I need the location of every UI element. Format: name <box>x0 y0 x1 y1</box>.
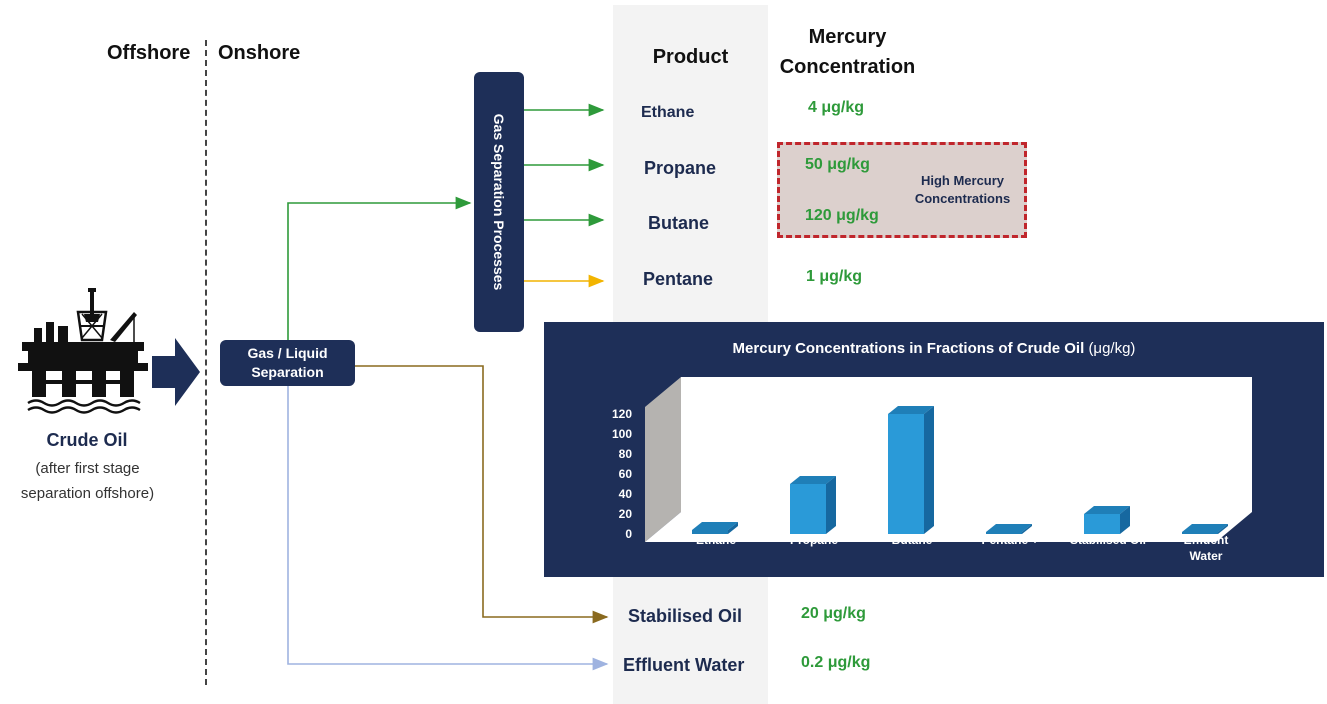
bar-3 <box>986 532 1022 534</box>
x-tick-label: Ethane <box>696 533 736 547</box>
separation-label-line1: Gas / Liquid <box>247 345 328 361</box>
high-mercury-label: High Mercury Concentrations <box>900 172 1025 208</box>
y-tick-label: 80 <box>619 447 633 461</box>
concentration-header-line2: Concentration <box>779 56 916 78</box>
product-effluent-water: Effluent Water <box>623 655 745 675</box>
bar-side-5 <box>1218 524 1228 534</box>
gas-flow-arrow <box>287 196 472 340</box>
y-tick-label: 60 <box>619 467 633 481</box>
chart-panel: Mercury Concentrations in Fractions of C… <box>544 322 1324 577</box>
x-tick-label: Pentane + <box>981 533 1038 547</box>
chart-title-unit: (μg/kg) <box>1088 340 1136 357</box>
crude-oil-arrow <box>152 338 200 406</box>
bar-side-2 <box>924 406 934 534</box>
bar-1 <box>790 484 826 534</box>
high-mercury-line2: Concentrations <box>914 191 1011 206</box>
onshore-label: Onshore <box>218 42 301 64</box>
crude-oil-subtitle-line1: (after first stage <box>35 460 140 477</box>
x-tick-label: Butane <box>892 533 933 547</box>
product-stabilised-oil: Stabilised Oil <box>628 606 743 626</box>
x-tick-label: Propane <box>790 533 838 547</box>
product-butane: Butane <box>648 213 710 233</box>
high-mercury-line1: High Mercury <box>920 173 1005 188</box>
gas-separation-box: Gas Separation Processes <box>474 72 524 332</box>
gas-separation-label: Gas Separation Processes <box>491 113 507 291</box>
concentration-effluent-water: 0.2 μg/kg <box>801 654 871 671</box>
chart-side-wall <box>645 377 681 542</box>
concentration-header-line1: Mercury <box>808 26 887 48</box>
concentration-pentane: 1 μg/kg <box>806 268 863 285</box>
concentration-stabilised-oil: 20 μg/kg <box>801 605 866 622</box>
gas-liquid-separation-box: Gas / Liquid Separation <box>220 340 355 386</box>
product-ethane: Ethane <box>641 104 695 121</box>
chart-title-text: Mercury Concentrations in Fractions of C… <box>732 340 1085 357</box>
y-tick-label: 0 <box>625 527 632 541</box>
bar-2 <box>888 414 924 534</box>
stabilised-oil-arrow <box>355 365 609 624</box>
separation-label-line2: Separation <box>251 364 324 380</box>
bar-side-4 <box>1120 506 1130 534</box>
bar-4 <box>1084 514 1120 534</box>
bar-top-5 <box>1182 524 1228 532</box>
bar-0 <box>692 530 728 534</box>
x-tick-label: Stabilised Oil <box>1070 533 1146 547</box>
concentration-column-header: Mercury Concentration <box>765 22 930 82</box>
bar-top-1 <box>790 476 836 484</box>
effluent-water-arrow <box>287 386 609 671</box>
y-tick-label: 100 <box>612 427 632 441</box>
offshore-onshore-divider <box>205 40 207 685</box>
product-propane: Propane <box>644 158 717 178</box>
crude-oil-subtitle-line2: separation offshore) <box>20 485 155 502</box>
crude-oil-subtitle: (after first stage separation offshore) <box>0 456 175 506</box>
chart-title: Mercury Concentrations in Fractions of C… <box>544 340 1324 357</box>
crude-oil-title: Crude Oil <box>46 430 128 450</box>
y-tick-label: 120 <box>612 407 632 421</box>
bar-side-3 <box>1022 524 1032 534</box>
oil-platform-icon <box>18 288 148 414</box>
chart-back-wall <box>681 377 1252 512</box>
y-tick-label: 20 <box>619 507 633 521</box>
bar-top-3 <box>986 524 1032 532</box>
concentration-ethane: 4 μg/kg <box>808 99 865 116</box>
bar-side-1 <box>826 476 836 534</box>
product-column-header: Product <box>652 46 729 68</box>
offshore-label: Offshore <box>107 42 191 64</box>
bar-top-2 <box>888 406 934 414</box>
concentration-butane: 120 μg/kg <box>805 207 879 224</box>
product-pentane: Pentane <box>643 269 714 289</box>
y-tick-label: 40 <box>619 487 633 501</box>
high-mercury-highlight-box <box>777 142 1027 238</box>
bar-5 <box>1182 532 1218 534</box>
bar-side-0 <box>728 522 738 534</box>
concentration-propane: 50 μg/kg <box>805 156 870 173</box>
bar-top-4 <box>1084 506 1130 514</box>
bar-top-0 <box>692 522 738 530</box>
